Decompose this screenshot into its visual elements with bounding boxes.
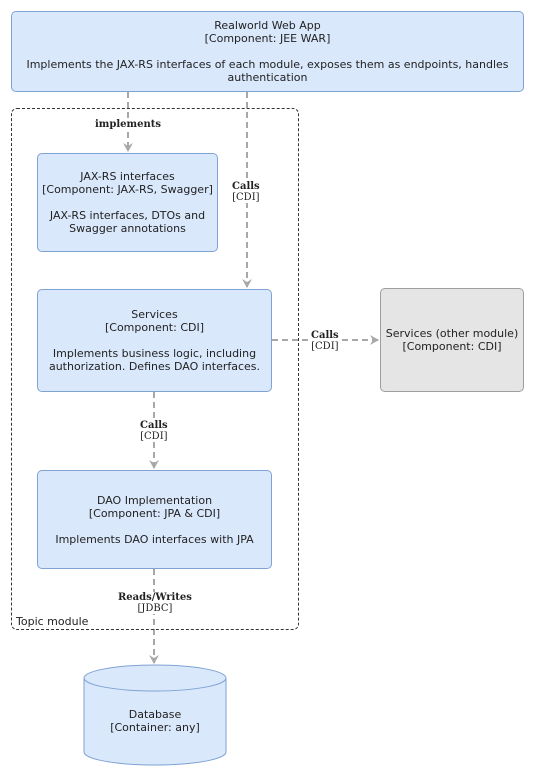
edge-label-db-access: Reads/Writes [JDBC] (116, 592, 194, 614)
node-desc: Implements DAO interfaces with JPA (55, 532, 254, 546)
node-kind: [Component: CDI] (104, 321, 205, 334)
node-title: Database (128, 708, 182, 721)
node-title: Services (131, 308, 178, 321)
edge-label-dao-calls: Calls [CDI] (138, 420, 170, 442)
edge-label-text: Calls (140, 420, 168, 431)
node-realworld-web-app[interactable]: Realworld Web App [Component: JEE WAR] I… (11, 11, 524, 92)
node-dao-implementation[interactable]: DAO Implementation [Component: JPA & CDI… (37, 470, 272, 569)
node-title: Services (other module) (385, 327, 519, 340)
node-kind: [Container: any] (110, 721, 200, 734)
node-kind: [Component: JPA & CDI] (88, 506, 221, 520)
node-kind: [Component: CDI] (402, 340, 502, 353)
node-desc: Implements the JAX-RS interfaces of each… (26, 58, 509, 71)
edge-label-other-calls: Calls [CDI] (309, 330, 341, 352)
edge-label-text: Calls (311, 330, 339, 341)
node-kind: [Component: JAX-RS, Swagger] (42, 183, 213, 196)
database-cylinder-icon (83, 664, 227, 766)
boundary-label: Topic module (16, 615, 89, 628)
edge-label-text: Calls (232, 181, 260, 192)
node-kind: [Component: JEE WAR] (204, 32, 331, 45)
topic-module-boundary (11, 108, 299, 630)
node-desc: authentication (227, 71, 308, 84)
node-desc: authorization. Defines DAO interfaces. (48, 360, 261, 373)
edge-label-webapp-calls: Calls [CDI] (230, 181, 262, 203)
node-services[interactable]: Services [Component: CDI] Implements bus… (37, 289, 272, 392)
edge-label-text: Reads/Writes (118, 592, 192, 603)
edge-label-text: implements (95, 119, 161, 130)
node-desc: Implements business logic, including (52, 347, 257, 360)
node-title: DAO Implementation (96, 493, 213, 507)
node-desc: Swagger annotations (69, 222, 186, 235)
edge-label-implements: implements (93, 119, 163, 130)
edge-label-tech: [CDI] (311, 341, 339, 352)
node-desc: JAX-RS interfaces, DTOs and (49, 209, 206, 222)
node-title: JAX-RS interfaces (80, 170, 175, 183)
node-title: Realworld Web App (214, 19, 321, 32)
edge-label-tech: [CDI] (232, 192, 260, 203)
edge-label-tech: [JDBC] (137, 603, 173, 614)
edge-label-tech: [CDI] (140, 431, 168, 442)
node-services-other-module[interactable]: Services (other module) [Component: CDI] (380, 288, 524, 392)
node-jax-rs-interfaces[interactable]: JAX-RS interfaces [Component: JAX-RS, Sw… (37, 153, 218, 252)
node-database[interactable]: Database [Container: any] (83, 664, 227, 766)
